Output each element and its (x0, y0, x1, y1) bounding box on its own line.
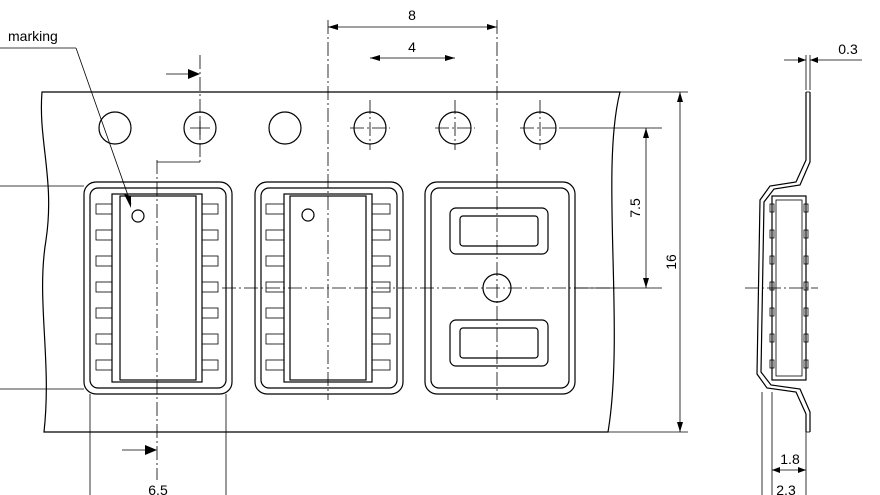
dim-pitch: 8 (328, 7, 497, 30)
ic-lead (95, 203, 113, 215)
ic-lead (95, 307, 113, 319)
ic-lead (201, 333, 219, 345)
ic-lead (95, 229, 113, 241)
pocket-2 (254, 181, 404, 395)
ic-lead (803, 333, 809, 343)
ic-lead (769, 333, 775, 343)
dim-tape-width: 16 (608, 91, 688, 433)
ic-lead (201, 281, 219, 293)
svg-text:4: 4 (408, 39, 416, 55)
ic-lead (371, 229, 391, 241)
svg-text:6.5: 6.5 (148, 482, 168, 495)
svg-text:7.5: 7.5 (627, 198, 643, 218)
ic-lead (265, 359, 285, 371)
marking-label: marking (8, 28, 58, 44)
svg-text:8: 8 (408, 7, 416, 23)
ic-lead (371, 359, 391, 371)
svg-text:0.3: 0.3 (838, 41, 858, 57)
pocket-1 (83, 181, 233, 395)
ic-lead (201, 307, 219, 319)
ic-lead (769, 229, 775, 239)
ic-lead (371, 255, 391, 267)
ic-lead (95, 359, 113, 371)
pin1-marking-dot (131, 209, 145, 223)
dim-pocket-width: 6.5 (89, 394, 227, 495)
ic-lead (803, 281, 809, 291)
svg-text:1.8: 1.8 (780, 451, 800, 467)
svg-text:2.3: 2.3 (776, 482, 796, 495)
ic-lead (803, 255, 809, 265)
ic-lead (201, 229, 219, 241)
ic-lead (371, 203, 391, 215)
pocket-center-hole (482, 273, 512, 303)
ic-lead (371, 333, 391, 345)
side-view: 0.3 1.8 2.3 (745, 41, 862, 495)
ic-lead (201, 359, 219, 371)
ic-lead (769, 255, 775, 265)
ic-lead (265, 203, 285, 215)
offset-arrows (122, 69, 200, 455)
ic-lead (803, 229, 809, 239)
sprocket-holes (98, 100, 560, 150)
ic-lead (95, 255, 113, 267)
ic-lead (803, 359, 809, 369)
ic-lead (95, 333, 113, 345)
ic-lead (265, 307, 285, 319)
sprocket-hole (98, 111, 132, 145)
ic-lead (803, 203, 809, 213)
ic-lead (769, 359, 775, 369)
ic-lead (803, 307, 809, 317)
ic-lead (265, 281, 285, 293)
marking-callout: marking (0, 28, 132, 208)
tape-outline (40, 91, 621, 433)
ic-lead (769, 307, 775, 317)
ic-lead (265, 255, 285, 267)
center-lines (156, 20, 615, 480)
ic-lead (769, 281, 775, 291)
svg-text:16: 16 (663, 254, 679, 270)
sprocket-hole (268, 111, 302, 145)
ic-lead (769, 203, 775, 213)
ic-lead (371, 307, 391, 319)
pin1-marking-dot (301, 208, 315, 222)
ic-lead (371, 281, 391, 293)
dim-hole-pitch: 4 (370, 39, 455, 61)
ic-lead (265, 333, 285, 345)
ic-lead (201, 255, 219, 267)
dim-pocket-offset: 7.5 (560, 127, 662, 289)
ic-lead (95, 281, 113, 293)
ic-lead (201, 203, 219, 215)
ic-lead (265, 229, 285, 241)
